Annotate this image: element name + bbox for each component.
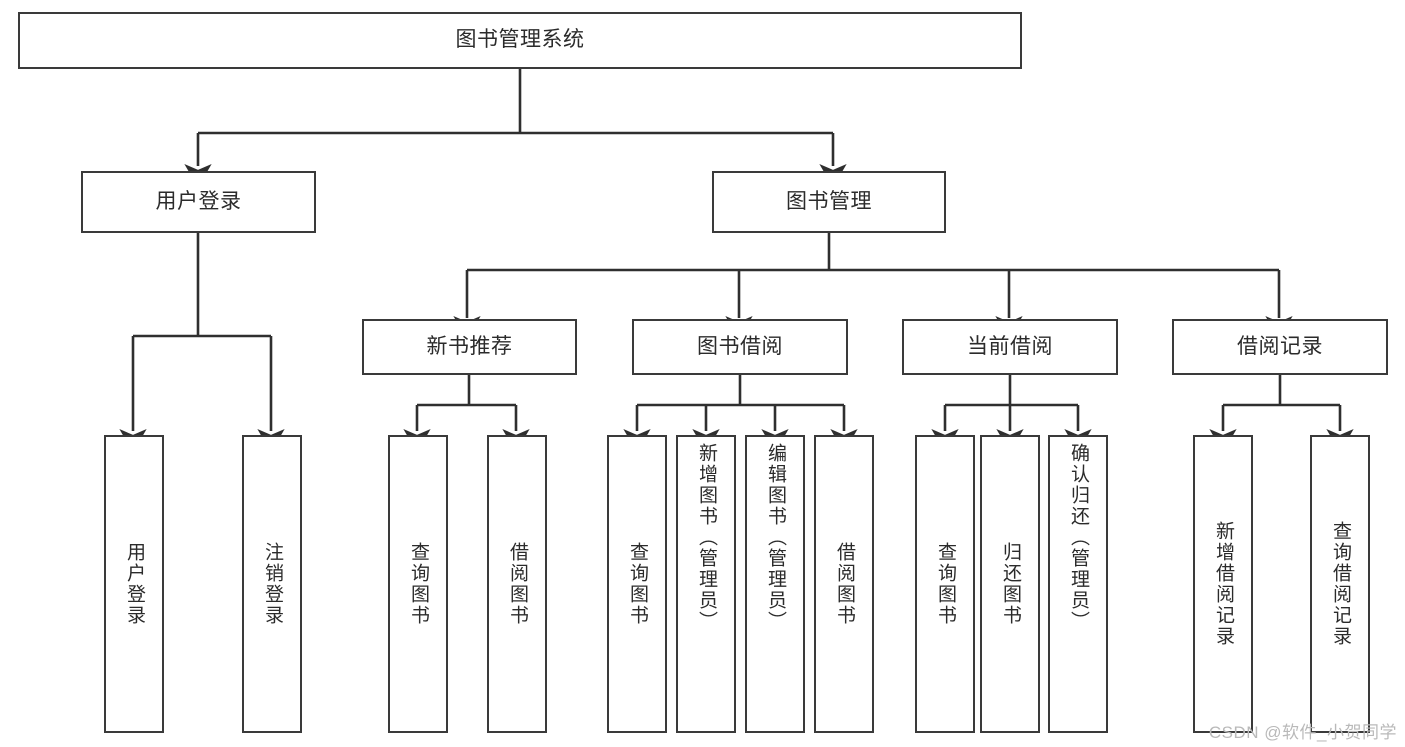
- leaf-record-query[interactable]: 查询借阅记录: [1310, 435, 1370, 733]
- node-label: 新书推荐: [426, 334, 513, 358]
- node-label: 借阅图书: [506, 542, 528, 626]
- node-label: 图书管理系统: [455, 28, 585, 52]
- node-book-borrow[interactable]: 图书借阅: [632, 319, 848, 375]
- leaf-borrow-query-book[interactable]: 查询图书: [607, 435, 667, 733]
- node-label: 图书管理: [786, 189, 872, 213]
- node-label: 查询图书: [934, 542, 956, 626]
- node-label: 注销登录: [261, 542, 283, 626]
- leaf-borrow-add-book[interactable]: 新增图书（管理员）: [676, 435, 736, 733]
- node-label: 借阅记录: [1237, 334, 1323, 358]
- leaf-current-query-book[interactable]: 查询图书: [915, 435, 975, 733]
- leaf-record-add[interactable]: 新增借阅记录: [1193, 435, 1253, 733]
- leaf-borrow-borrow-book[interactable]: 借阅图书: [814, 435, 874, 733]
- node-label: 确认归还（管理员）: [1067, 443, 1089, 632]
- node-label: 新增图书（管理员）: [695, 443, 717, 632]
- node-new-book-recommend[interactable]: 新书推荐: [362, 319, 577, 375]
- node-label: 当前借阅: [967, 334, 1053, 358]
- node-label: 新增借阅记录: [1212, 521, 1234, 647]
- node-label: 图书借阅: [697, 334, 783, 358]
- leaf-current-return-book[interactable]: 归还图书: [980, 435, 1040, 733]
- node-root-system[interactable]: 图书管理系统: [18, 12, 1022, 69]
- node-label: 查询图书: [626, 542, 648, 626]
- node-label: 查询借阅记录: [1329, 521, 1351, 647]
- leaf-new-book-borrow[interactable]: 借阅图书: [487, 435, 547, 733]
- node-label: 归还图书: [999, 542, 1021, 626]
- node-user-login[interactable]: 用户登录: [81, 171, 316, 233]
- node-label: 用户登录: [155, 189, 242, 213]
- node-label: 借阅图书: [833, 542, 855, 626]
- node-book-management[interactable]: 图书管理: [712, 171, 946, 233]
- node-label: 编辑图书（管理员）: [764, 443, 786, 632]
- leaf-current-confirm-return[interactable]: 确认归还（管理员）: [1048, 435, 1108, 733]
- leaf-user-login-login[interactable]: 用户登录: [104, 435, 164, 733]
- watermark-text: CSDN @软件_小贺同学: [1208, 723, 1397, 742]
- node-current-borrow[interactable]: 当前借阅: [902, 319, 1118, 375]
- node-label: 查询图书: [407, 542, 429, 626]
- leaf-borrow-edit-book[interactable]: 编辑图书（管理员）: [745, 435, 805, 733]
- leaf-new-book-query[interactable]: 查询图书: [388, 435, 448, 733]
- leaf-user-login-logout[interactable]: 注销登录: [242, 435, 302, 733]
- node-label: 用户登录: [123, 542, 145, 626]
- node-borrow-record[interactable]: 借阅记录: [1172, 319, 1388, 375]
